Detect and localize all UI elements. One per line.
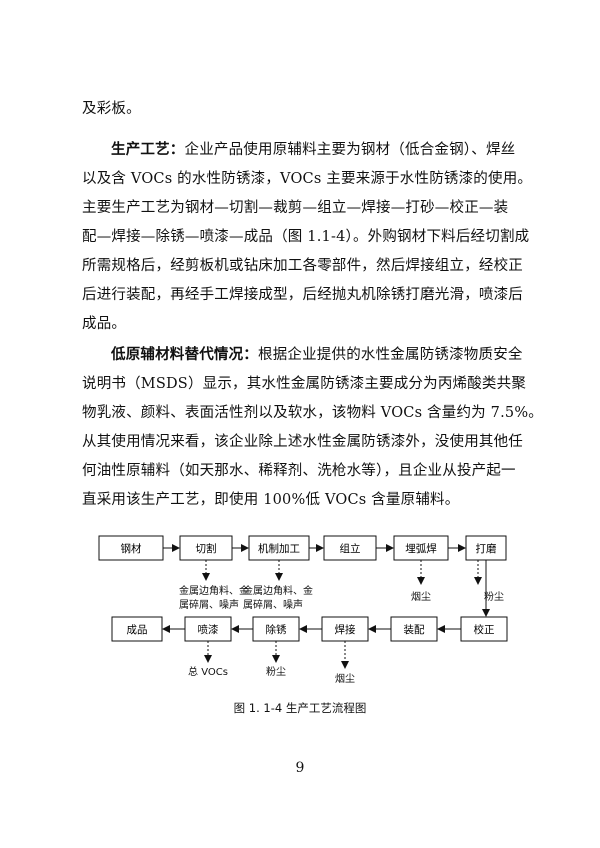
step-derusting: 除锈	[252, 616, 300, 642]
step-arc-welding: 埋弧焊	[393, 535, 449, 561]
paragraph-substitution-line4: 从其使用情况来看，该企业除上述水性金属防锈漆外，没使用其他任	[82, 434, 523, 450]
paragraph-substitution-line1: 低原辅材料替代情况：根据企业提供的水性金属防锈漆物质安全	[111, 345, 522, 365]
paragraph-process-line6: 后进行装配，再经手工焊接成型，后经抛丸机除锈打磨光滑，喷漆后	[82, 287, 523, 303]
page-number: 9	[295, 760, 305, 776]
paragraph-process-line4: 配—焊接—除锈—喷漆—成品（图 1.1-4）。外购钢材下料后经切割成	[82, 229, 530, 245]
step-grinding: 打磨	[465, 535, 507, 561]
emission-grinding: 粉尘	[484, 590, 504, 603]
step-machining: 机制加工	[248, 535, 310, 561]
paragraph-process-line1: 生产工艺：企业产品使用原辅料主要为钢材（低合金钢）、焊丝	[111, 140, 522, 160]
step-painting: 喷漆	[184, 616, 232, 642]
step-cutting: 切割	[179, 535, 233, 561]
step-product-label: 成品	[127, 624, 148, 636]
step-correction: 校正	[460, 616, 508, 642]
emission-cutting-line2: 属碎屑、噪声	[179, 598, 239, 611]
step-painting-label: 喷漆	[198, 623, 219, 636]
step-arc-welding-label: 埋弧焊	[405, 542, 437, 555]
step-welding-label: 焊接	[335, 623, 356, 636]
figure-caption: 图 1. 1-4 生产工艺流程图	[233, 701, 367, 715]
step-product: 成品	[111, 616, 163, 642]
paragraph-process-line2: 以及含 VOCs 的水性防锈漆，VOCs 主要来源于水性防锈漆的使用。	[82, 171, 533, 187]
step-steel-label: 钢材	[121, 542, 142, 555]
paragraph-continuation: 及彩板。	[82, 101, 141, 117]
step-grinding-label: 打磨	[476, 542, 497, 555]
emission-machining-line2: 属碎屑、噪声	[243, 598, 303, 611]
paragraph-substitution-line2: 说明书（MSDS）显示，其水性金属防锈漆主要成分为丙烯酸类共聚	[82, 376, 527, 392]
emission-painting: 总 VOCs	[188, 665, 228, 678]
step-assembly: 组立	[323, 535, 377, 561]
paragraph-substitution-line3: 物乳液、颜料、表面活性剂以及软水，该物料 VOCs 含量约为 7.5%。	[82, 405, 544, 421]
step-machining-label: 机制加工	[258, 542, 300, 555]
substitution-text: 根据企业提供的水性金属防锈漆物质安全	[258, 347, 523, 363]
paragraph-substitution-line5: 何油性原辅料（如天那水、稀释剂、洗枪水等），且企业从投产起一	[82, 463, 516, 479]
paragraph-process-line3: 主要生产工艺为钢材—切割—裁剪—组立—焊接—打砂—校正—装	[82, 200, 509, 216]
paragraph-substitution-line6: 直采用该生产工艺，即使用 100%低 VOCs 含量原辅料。	[82, 492, 460, 508]
emission-machining-line1: 金属边角料、金	[243, 584, 313, 597]
process-text: 企业产品使用原辅料主要为钢材（低合金钢）、焊丝	[184, 142, 516, 158]
emission-cutting-line1: 金属边角料、金	[179, 584, 249, 597]
emission-arcwelding: 烟尘	[411, 590, 431, 603]
substitution-label: 低原辅材料替代情况：	[111, 347, 258, 363]
emission-welding: 烟尘	[335, 672, 355, 685]
step-cutting-label: 切割	[196, 542, 217, 555]
step-fitting-label: 装配	[404, 623, 425, 636]
step-assembly-label: 组立	[340, 542, 361, 555]
step-derusting-label: 除锈	[266, 623, 287, 636]
paragraph-process-line7: 成品。	[82, 316, 127, 332]
process-label: 生产工艺：	[111, 142, 185, 158]
step-steel: 钢材	[98, 535, 164, 561]
paragraph-process-line5: 所需规格后，经剪板机或钻床加工各零部件，然后焊接组立，经校正	[82, 258, 523, 274]
step-correction-label: 校正	[474, 623, 495, 636]
step-fitting: 装配	[390, 616, 438, 642]
step-welding: 焊接	[321, 616, 369, 642]
emission-derusting: 粉尘	[266, 665, 286, 678]
